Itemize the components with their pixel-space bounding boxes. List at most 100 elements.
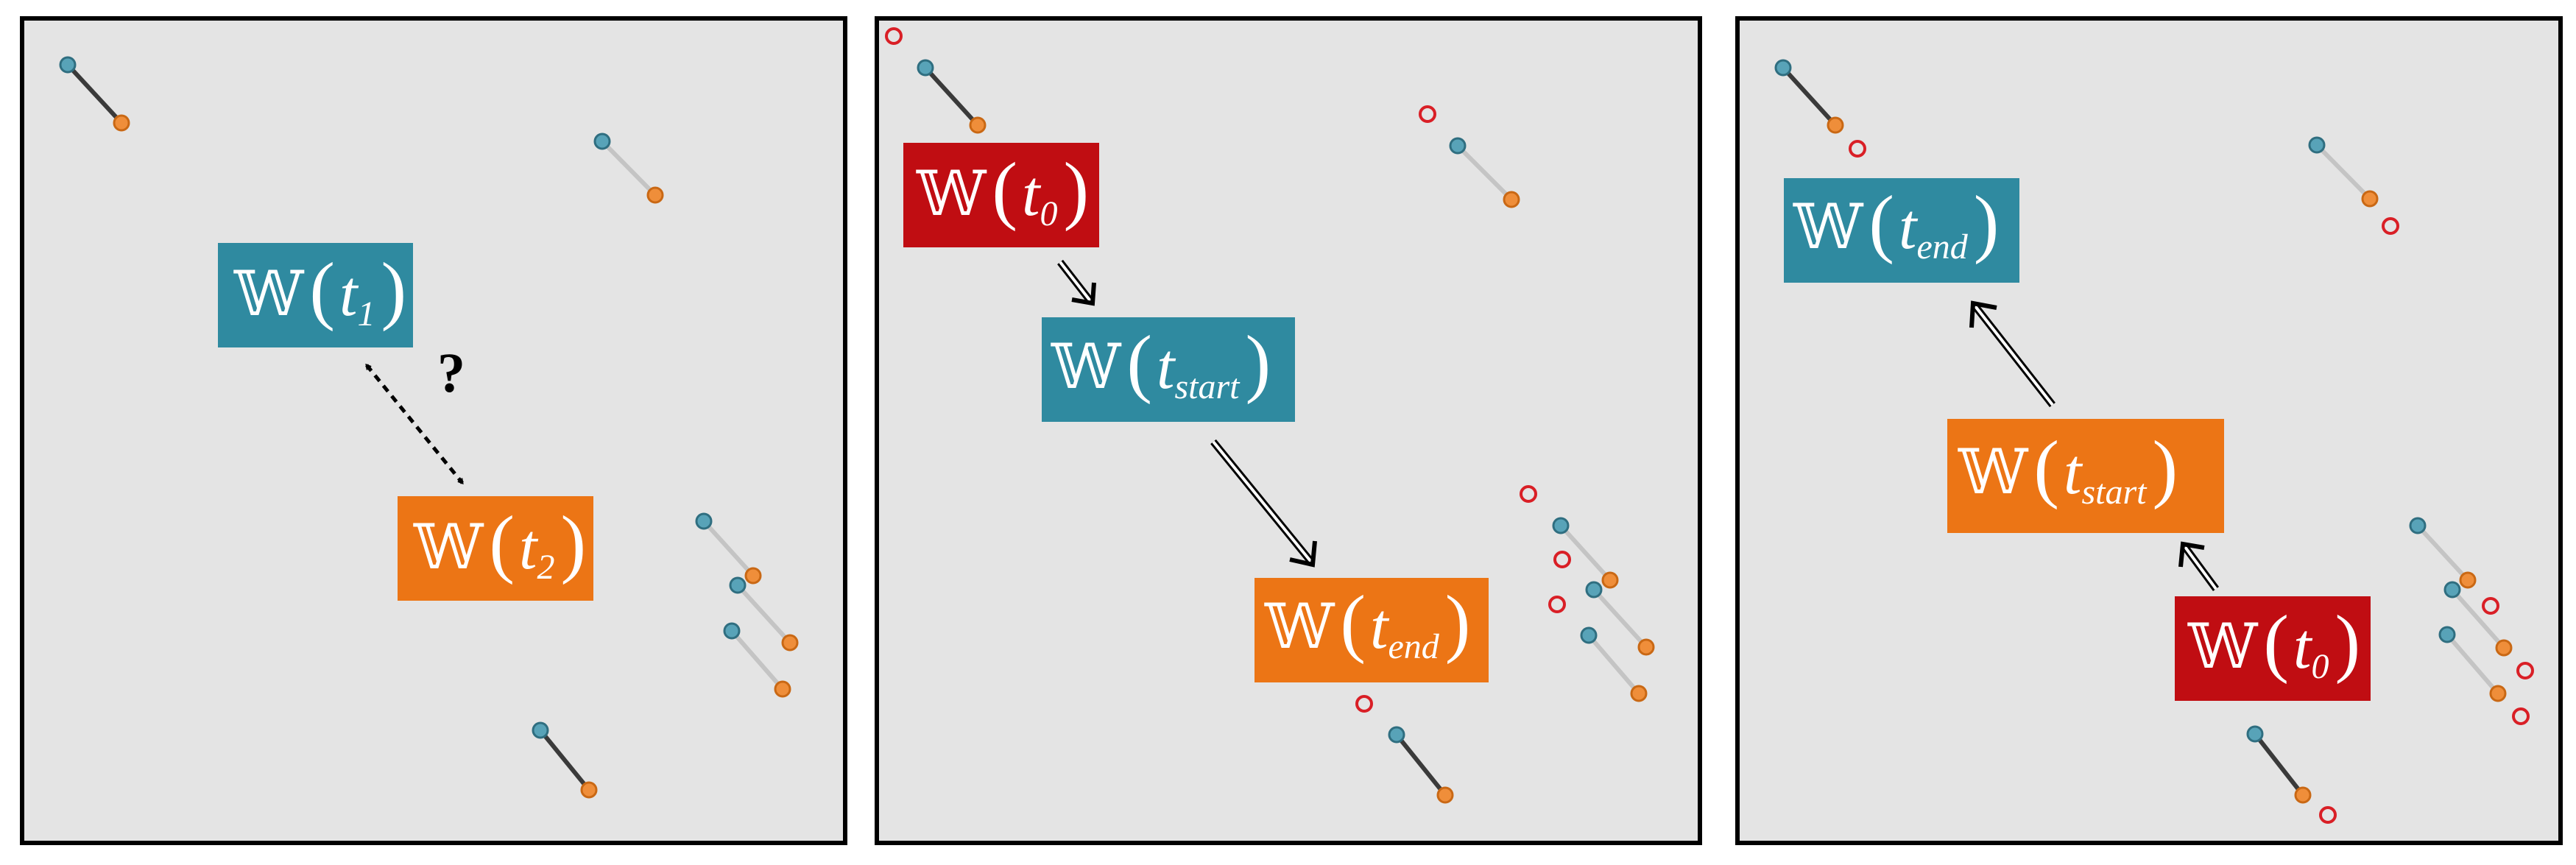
red-particle [2382,217,2399,235]
red-particle [1355,695,1373,713]
orange-particle [2294,786,2312,804]
particle-pair [1449,137,1520,208]
question-mark: ? [437,342,465,404]
w-t0-box [2175,596,2371,701]
w-tstart-box [1947,419,2224,533]
orange-particle [646,186,664,204]
particle-pair [1774,59,1844,134]
svg-text:𝕎(t2): 𝕎(t2) [413,501,586,587]
w-tstart-label: 𝕎(tstart) [1042,317,1295,422]
red-particle [1520,485,1537,503]
orange-particle [1436,786,1454,804]
blue-particle [2246,725,2264,743]
blue-particle [2438,626,2456,643]
blue-particle [2308,136,2326,154]
orange-particle [2459,571,2477,589]
orange-particle [774,680,791,698]
particle-pair [695,512,762,585]
orange-particle [1827,116,1844,134]
particle-pair [723,622,791,698]
particle-pair [1388,726,1454,804]
svg-text:𝕎(tstart): 𝕎(tstart) [1958,426,2178,512]
particle-pair [532,721,598,799]
particle-pair [1585,581,1655,656]
orange-particle [2361,190,2379,208]
w-t0-label: 𝕎(t0) [2175,596,2371,701]
blue-particle [2409,517,2427,534]
red-particle [1548,596,1566,613]
particle-pair [2308,136,2379,208]
svg-text:𝕎(t1): 𝕎(t1) [233,247,406,333]
panel-2-background [875,16,1702,845]
blue-particle [1580,626,1598,644]
w-t0-box [903,143,1099,247]
blue-particle [532,721,549,739]
red-particle [2512,707,2530,725]
svg-text:𝕎(t0): 𝕎(t0) [2187,600,2360,686]
orange-particle [1637,638,1655,656]
particle-pair [729,576,799,652]
blue-particle [729,576,747,594]
w-t2-box [398,496,593,601]
orange-particle [1630,685,1648,702]
blue-particle [1552,517,1570,534]
arrow-t0-to-tstart [2178,541,2220,591]
svg-text:𝕎(tend): 𝕎(tend) [1793,180,1999,266]
dashed-double-arrow [365,365,464,483]
svg-text:𝕎(tstart): 𝕎(tstart) [1051,320,1271,406]
w-tend-box [1784,178,2019,283]
blue-particle [1585,581,1603,599]
orange-particle [1503,191,1520,208]
red-particle [1553,551,1571,568]
panel-1: 𝕎(t1) 𝕎(t2) ? [20,16,847,845]
blue-particle [1449,137,1467,155]
blue-particle [1388,726,1405,744]
panel-1-background [20,16,847,845]
blue-particle [593,133,611,150]
w-tend-box [1255,578,1489,682]
w-tend-label: 𝕎(tend) [1255,578,1489,682]
red-particle [1419,105,1436,123]
panel-2: 𝕎(t0) 𝕎(tstart) 𝕎(tend) [875,16,1702,845]
w-t1-box [218,243,413,347]
w-tstart-label: 𝕎(tstart) [1947,419,2224,533]
orange-particle [1601,571,1619,589]
arrow-tstart-to-tend [1210,439,1317,568]
particle-pair [2246,725,2312,804]
particle-pair [1580,626,1648,702]
w-t0-label: 𝕎(t0) [903,143,1099,247]
particle-pair [1552,517,1619,589]
w-tstart-box [1042,317,1295,422]
particle-pair [593,133,664,204]
w-tend-label: 𝕎(tend) [1784,178,2019,283]
blue-particle [723,622,741,640]
particle-pair [2438,626,2507,702]
blue-particle [917,59,934,77]
orange-particle [113,114,130,132]
blue-particle [2443,581,2461,599]
red-particle [885,27,903,45]
particle-pair [2409,517,2477,589]
svg-text:𝕎(t0): 𝕎(t0) [916,147,1089,233]
orange-particle [2489,685,2507,702]
particle-pair [2443,581,2513,657]
orange-particle [580,781,598,799]
red-particle [2482,597,2499,615]
orange-particle [744,567,762,585]
arrow-t0-to-tstart [1057,259,1096,306]
blue-particle [695,512,713,530]
orange-particle [969,116,987,134]
red-particle [2516,662,2534,679]
particle-pair [59,56,130,132]
red-particle [2319,806,2337,824]
particle-pair [917,59,987,134]
w-t2-label: 𝕎(t2) [398,496,593,601]
panel-3: 𝕎(tend) 𝕎(tstart) 𝕎(t0) [1735,16,2563,845]
blue-particle [59,56,77,74]
red-particle [1849,140,1866,158]
svg-text:𝕎(tend): 𝕎(tend) [1264,580,1470,666]
arrow-tstart-to-tend [1969,300,2055,408]
orange-particle [781,634,799,652]
orange-particle [2495,639,2513,657]
